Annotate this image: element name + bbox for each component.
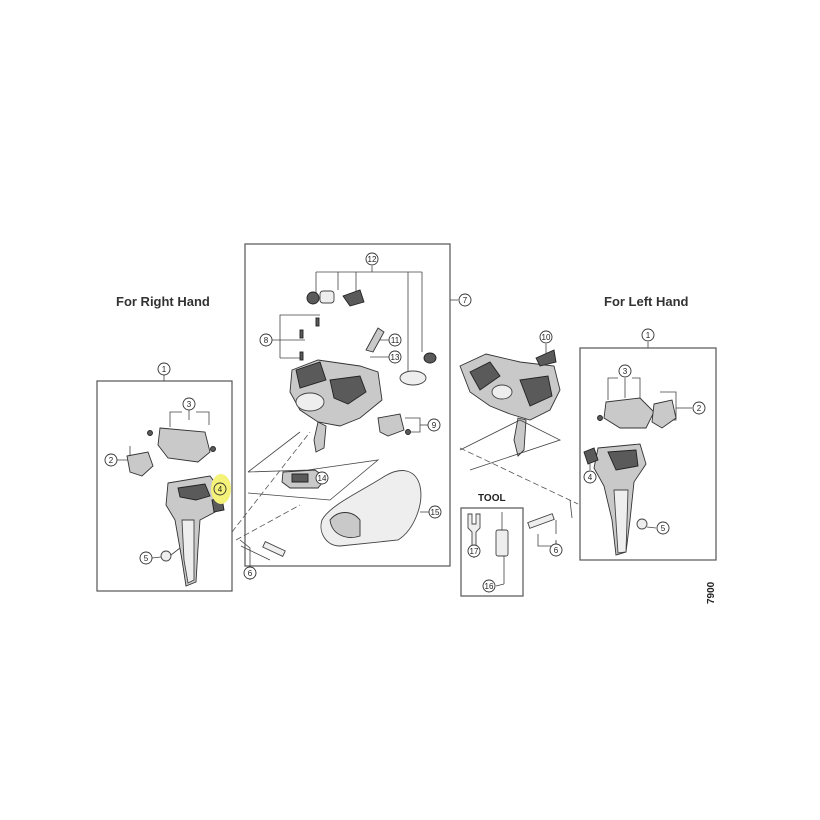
callout-c15: 15 <box>428 505 442 519</box>
callout-c4-right: 4 <box>213 482 227 496</box>
center-arm-part <box>365 327 385 353</box>
callout-c2-left: 2 <box>692 401 706 415</box>
callout-circle <box>315 471 329 485</box>
left-hand-heading: For Left Hand <box>604 294 689 309</box>
callout-number: 1 <box>646 331 651 340</box>
cable-tool <box>495 529 509 557</box>
left-hand-assembly <box>527 342 717 561</box>
callout-circle <box>427 418 441 432</box>
callout-number: 11 <box>391 336 400 345</box>
callout-circle <box>243 566 257 580</box>
callout-circle <box>539 330 553 344</box>
callout-c5-right: 5 <box>139 551 153 565</box>
callout-number: 4 <box>588 473 593 482</box>
callout-number: 14 <box>318 474 327 483</box>
right-dash-connector <box>231 431 311 533</box>
right-cover-part <box>157 427 211 463</box>
callout-number: 2 <box>109 456 114 465</box>
callout-number: 15 <box>431 508 440 517</box>
model-code-label: 7900 <box>706 581 717 604</box>
callout-number: 3 <box>187 400 192 409</box>
callout-circle <box>182 397 196 411</box>
callout-number: 6 <box>248 569 253 578</box>
callout-circle <box>482 579 496 593</box>
callout-circle <box>428 505 442 519</box>
callout-number: 2 <box>697 404 702 413</box>
tool-frame <box>460 507 524 597</box>
callout-c14: 14 <box>315 471 329 485</box>
callout-number: 5 <box>144 554 149 563</box>
callout-c6-right: 6 <box>243 566 257 580</box>
callout-circle <box>692 401 706 415</box>
callout-circle <box>583 470 597 484</box>
callout-c2-right: 2 <box>104 453 118 467</box>
callout-number: 8 <box>264 336 269 345</box>
callout-c4-left: 4 <box>583 470 597 484</box>
center-hood-part <box>320 470 422 547</box>
highlight-marker <box>211 474 231 504</box>
tool-section <box>460 507 524 597</box>
callout-circle <box>388 350 402 364</box>
callout-circle <box>549 543 563 557</box>
callout-number: 3 <box>623 367 628 376</box>
callout-number: 10 <box>542 333 551 342</box>
callout-c1-left: 1 <box>641 328 655 342</box>
callout-circle <box>641 328 655 342</box>
callout-number: 1 <box>162 365 167 374</box>
body-assembly-10 <box>459 344 562 471</box>
callout-c8: 8 <box>259 333 273 347</box>
callout-circle <box>618 364 632 378</box>
left-cover-part <box>603 397 655 429</box>
callout-c7: 7 <box>458 293 472 307</box>
callout-c13: 13 <box>388 350 402 364</box>
center-frame <box>244 243 451 567</box>
callout-number: 5 <box>661 524 666 533</box>
left-spring-part <box>583 447 599 465</box>
right-hand-frame <box>96 380 233 592</box>
callout-c17: 17 <box>467 544 481 558</box>
callout-number: 9 <box>432 421 437 430</box>
callout-c16: 16 <box>482 579 496 593</box>
center-assembly <box>244 243 458 567</box>
callout-circle <box>259 333 273 347</box>
callout-circle <box>388 333 402 347</box>
callout-circle <box>104 453 118 467</box>
tool-heading: TOOL <box>478 493 506 504</box>
callout-c6-left: 6 <box>549 543 563 557</box>
right-hand-heading: For Right Hand <box>116 294 210 309</box>
callout-number: 7 <box>463 296 468 305</box>
fork-tool <box>467 513 481 551</box>
right-hand-assembly <box>96 374 286 592</box>
callout-circle <box>458 293 472 307</box>
callout-number: 16 <box>485 582 494 591</box>
right-clamp-part <box>126 451 154 477</box>
callout-circle <box>467 544 481 558</box>
callout-c1-right: 1 <box>157 362 171 376</box>
callout-number: 4 <box>218 485 223 494</box>
callout-c3-left: 3 <box>618 364 632 378</box>
callout-number: 17 <box>470 547 479 556</box>
callout-c10: 10 <box>539 330 553 344</box>
callout-c11: 11 <box>388 333 402 347</box>
callout-number: 12 <box>368 255 377 264</box>
callout-circle <box>213 482 227 496</box>
callout-circle <box>157 362 171 376</box>
callout-circle <box>656 521 670 535</box>
left-dash-connector <box>459 447 579 505</box>
callout-circle <box>365 252 379 266</box>
callout-number: 13 <box>391 353 400 362</box>
callout-c5-left: 5 <box>656 521 670 535</box>
callout-c3-right: 3 <box>182 397 196 411</box>
callout-circle <box>139 551 153 565</box>
callout-c9: 9 <box>427 418 441 432</box>
callout-number: 6 <box>554 546 559 555</box>
callout-c12: 12 <box>365 252 379 266</box>
left-clamp-part <box>651 399 677 429</box>
